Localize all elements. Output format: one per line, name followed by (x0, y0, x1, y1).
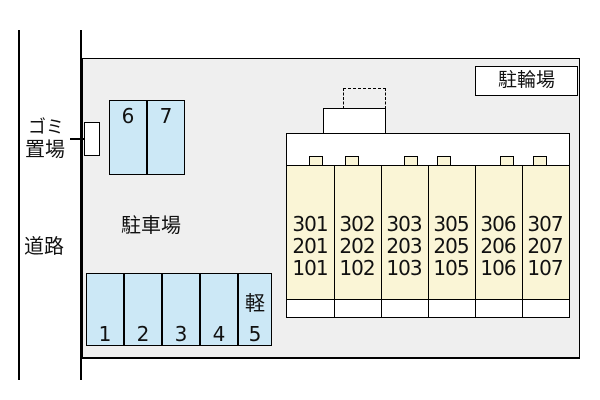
room-number: 303 (386, 212, 422, 236)
bicycle-parking-label: 駐輪場 (475, 66, 578, 96)
parking-space-3: 3 (162, 273, 200, 346)
unit-divider (475, 300, 476, 317)
dashed-structure (343, 88, 386, 109)
building-top-band (286, 133, 570, 166)
room-number: 205 (433, 234, 469, 258)
room-number: 301 (292, 212, 328, 236)
unit-divider (428, 300, 429, 317)
trash-box (84, 122, 100, 156)
room-number: 207 (527, 234, 563, 258)
parking-space-1: 1 (86, 273, 124, 346)
room-number: 201 (292, 234, 328, 258)
parking-space-number: 3 (174, 322, 188, 346)
room-column-1: 301 201 101 (287, 213, 333, 279)
room-number: 203 (386, 234, 422, 258)
lot-bottom-line (82, 357, 580, 359)
room-column-6: 307 207 107 (522, 213, 568, 279)
road-label: 道路 (24, 234, 64, 258)
unit-notch (500, 156, 514, 167)
room-column-5: 306 206 106 (475, 213, 521, 279)
road-line-left (18, 30, 20, 380)
unit-notch (404, 156, 418, 167)
room-number: 105 (433, 256, 469, 280)
room-column-3: 303 203 103 (381, 213, 427, 279)
room-number: 206 (480, 234, 516, 258)
parking-space-2: 2 (124, 273, 162, 346)
unit-divider (381, 300, 382, 317)
road-line-right (80, 30, 82, 380)
trash-connector (70, 138, 84, 140)
parking-space-6: 6 (109, 100, 147, 175)
room-column-2: 302 202 102 (334, 213, 380, 279)
unit-divider (428, 166, 429, 299)
trash-label-line1: ゴミ (28, 117, 64, 138)
room-number: 307 (527, 212, 563, 236)
trash-label-line2: 置場 (25, 137, 65, 161)
unit-notch (345, 156, 359, 167)
unit-notch (533, 156, 547, 167)
room-number: 106 (480, 256, 516, 280)
room-number: 103 (386, 256, 422, 280)
building-bottom-band (286, 299, 570, 318)
parking-space-number: 1 (98, 322, 112, 346)
room-column-4: 305 205 105 (428, 213, 474, 279)
building-entrance (323, 108, 386, 134)
unit-divider (334, 166, 335, 299)
room-number: 102 (339, 256, 375, 280)
parking-space-7: 7 (147, 100, 185, 175)
parking-space-number: 6 (121, 104, 135, 128)
unit-notch (437, 156, 451, 167)
parking-space-number: 7 (159, 104, 173, 128)
room-number: 101 (292, 256, 328, 280)
unit-notch (309, 156, 323, 167)
room-number: 202 (339, 234, 375, 258)
room-number: 305 (433, 212, 469, 236)
unit-divider (381, 166, 382, 299)
parking-space-number: 5 (248, 322, 262, 346)
parking-space-4: 4 (200, 273, 238, 346)
unit-divider (522, 300, 523, 317)
unit-divider (334, 300, 335, 317)
unit-divider (522, 166, 523, 299)
building-units (286, 165, 570, 300)
parking-label: 駐車場 (121, 213, 181, 237)
unit-divider (475, 166, 476, 299)
kei-label: 軽 (245, 291, 265, 315)
room-number: 306 (480, 212, 516, 236)
parking-space-kei-5: 軽 5 (238, 273, 272, 346)
room-number: 302 (339, 212, 375, 236)
room-number: 107 (527, 256, 563, 280)
parking-space-number: 2 (136, 322, 150, 346)
parking-space-number: 4 (212, 322, 226, 346)
